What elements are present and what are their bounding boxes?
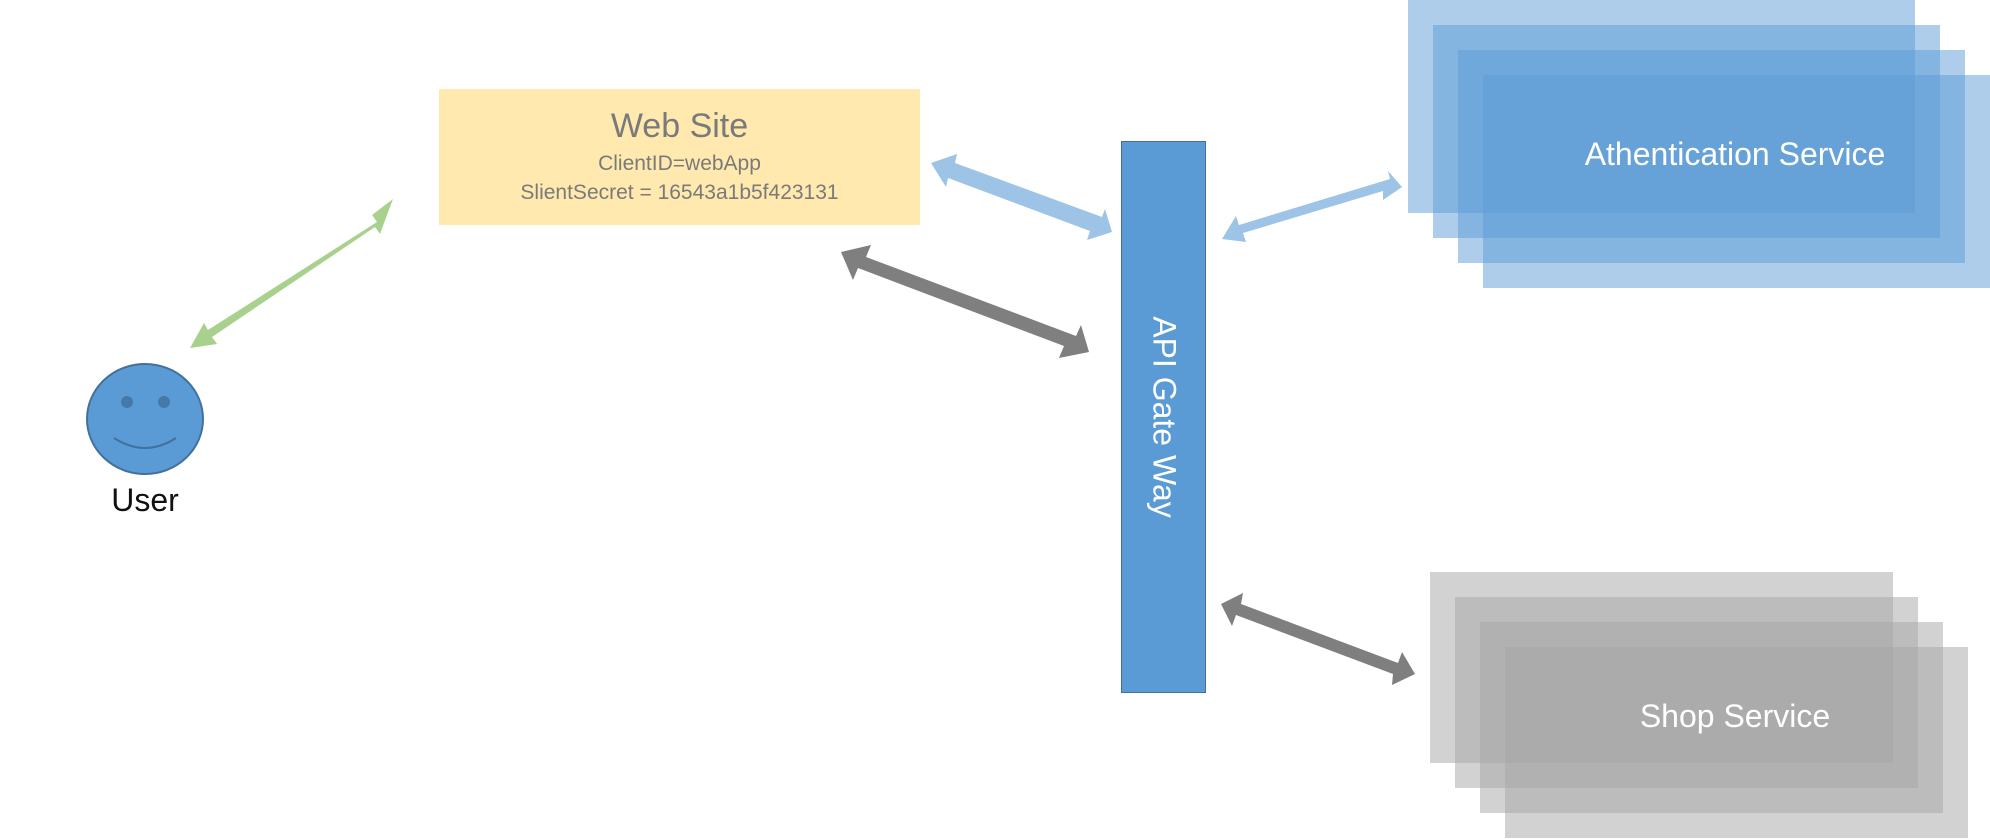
website-title: Web Site — [610, 107, 749, 145]
website-client-id: ClientID=webApp — [598, 152, 761, 175]
website-box: Web Site ClientID=webApp SlientSecret = … — [439, 89, 920, 225]
gateway-website-arrow — [841, 245, 1089, 358]
website-gateway-arrow — [931, 154, 1112, 240]
gateway-auth-arrow — [1222, 171, 1402, 242]
user-icon — [86, 363, 204, 475]
auth-service-instance — [1483, 75, 1990, 288]
shop-service-instance — [1505, 647, 1968, 838]
gateway-shop-arrow — [1221, 593, 1415, 685]
user-label: User — [111, 482, 179, 518]
website-client-secret: SlientSecret = 16543a1b5f423131 — [520, 181, 839, 204]
user-website-arrow — [190, 199, 393, 348]
api-gateway-box: API Gate Way — [1121, 141, 1206, 693]
auth-service-label: Athentication Service — [1584, 136, 1886, 172]
shop-service-label: Shop Service — [1639, 698, 1831, 734]
